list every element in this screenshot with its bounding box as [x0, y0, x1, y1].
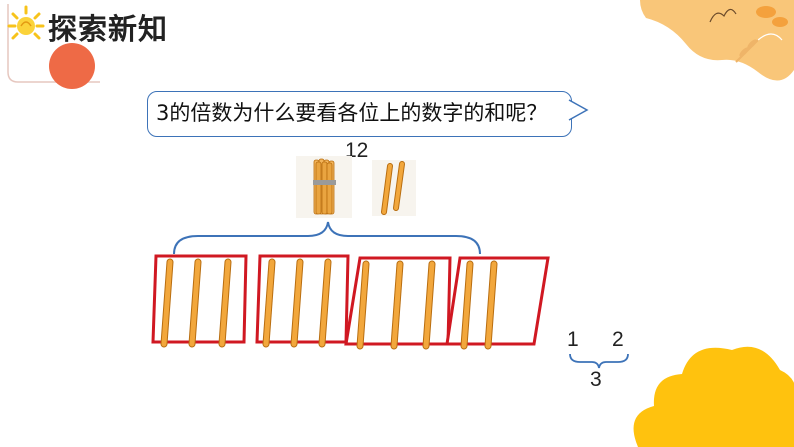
digit-ones: 2 [612, 328, 624, 351]
top-right-blob-decoration [640, 0, 794, 81]
sun-icon [7, 5, 45, 40]
two-sticks-image [372, 160, 416, 216]
digit-sum-result: 3 [590, 368, 602, 391]
corner-decoration [7, 4, 100, 83]
question-text: 3的倍数为什么要看各位上的数字的和呢？ [156, 101, 548, 125]
page-title: 探索新知 [48, 12, 169, 46]
orange-circle-decoration [49, 43, 95, 89]
yellow-cloud-decoration [633, 346, 794, 447]
sum-brace [569, 353, 629, 369]
stick-bundle-image [296, 156, 352, 218]
grouping-brace [173, 221, 481, 255]
stick-groups [151, 254, 550, 350]
bubble-tail [567, 99, 589, 121]
digit-tens: 1 [567, 328, 579, 351]
